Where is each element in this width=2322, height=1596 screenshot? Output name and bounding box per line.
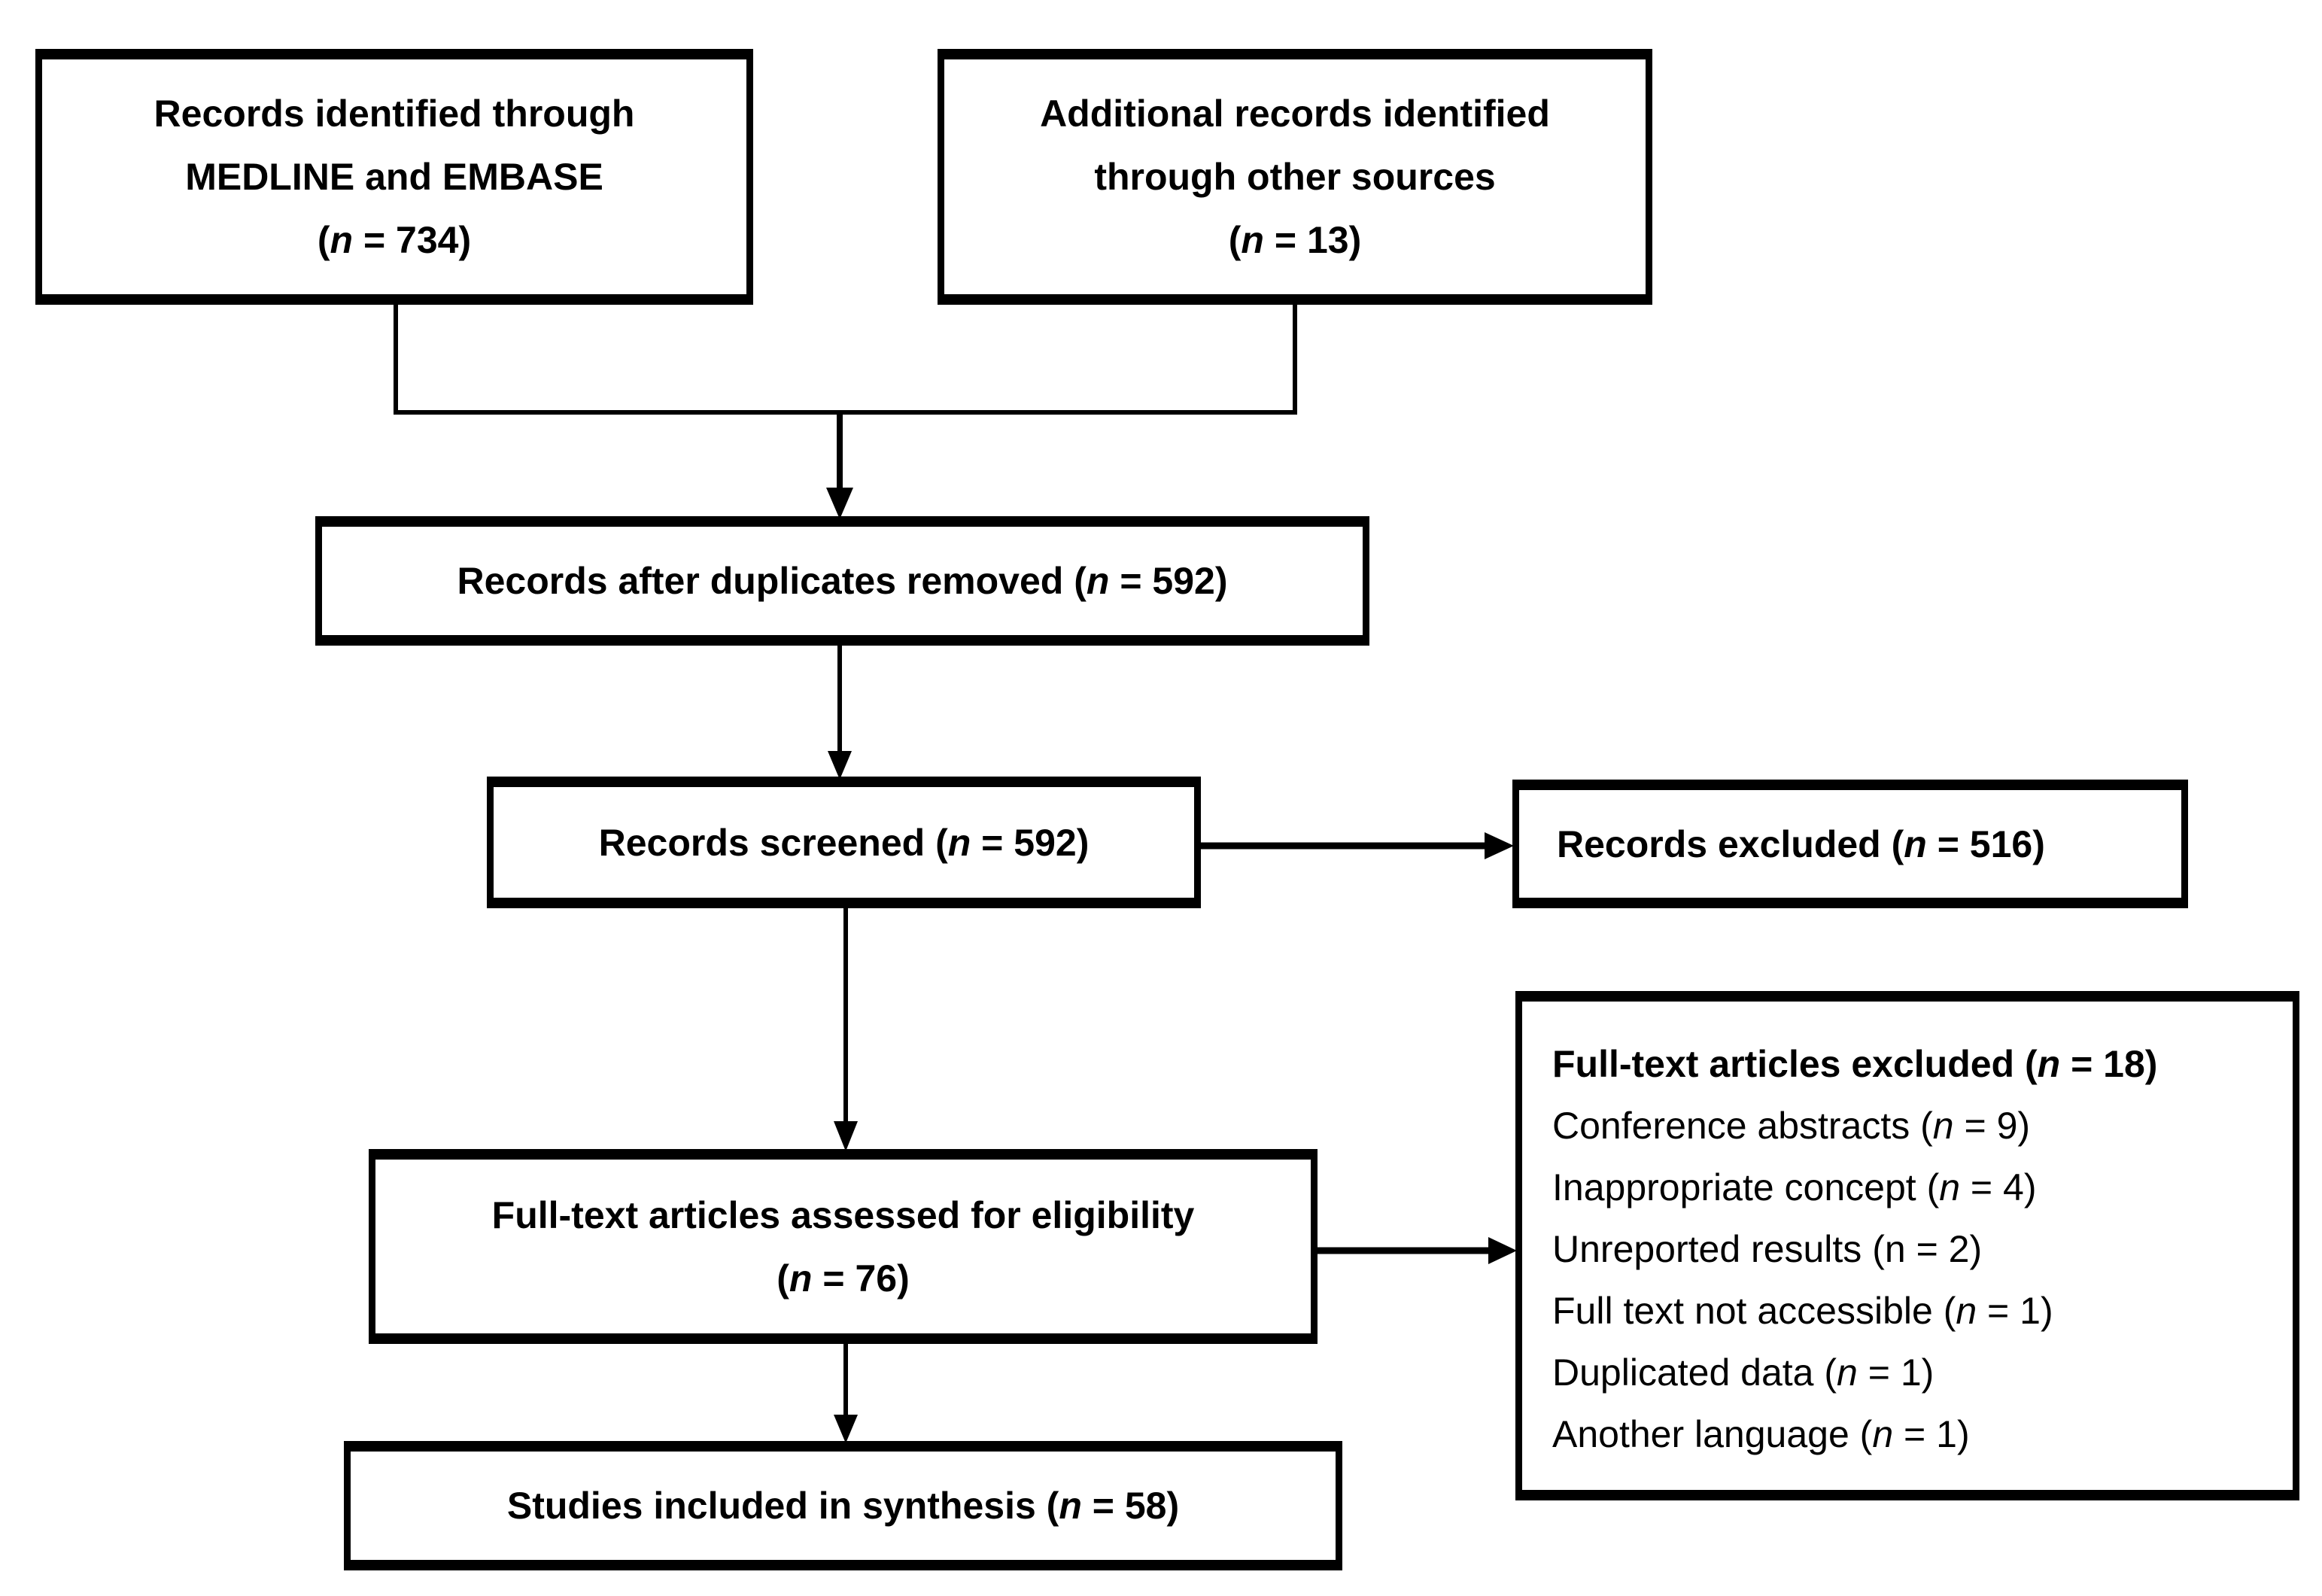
box-title: Full-text articles excluded (n = 18) (1552, 1042, 2158, 1085)
arrowhead-icon (834, 1121, 858, 1151)
box-records-excluded: Records excluded (n = 516) (1512, 780, 2188, 908)
arrowhead-icon (826, 488, 853, 519)
box-text: Records excluded (n = 516) (1557, 822, 2045, 865)
arrowhead-icon (828, 751, 852, 780)
box-text: MEDLINE and EMBASE (185, 156, 603, 198)
box-text: Records screened (n = 592) (598, 821, 1090, 864)
arrowhead-icon (1485, 832, 1514, 859)
count: (n = 76) (777, 1257, 910, 1300)
box-text: Records identified through (153, 93, 635, 135)
arrowhead-icon (834, 1415, 858, 1443)
box-text: Studies included in synthesis (n = 58) (506, 1485, 1180, 1527)
count: (n = 13) (1228, 219, 1362, 261)
box-fulltext-assessed: Full-text articles assessed for eligibil… (369, 1149, 1318, 1344)
merge-connector (394, 305, 1297, 415)
exclusion-reason: Full text not accessible (n = 1) (1552, 1289, 2053, 1332)
box-text: Records after duplicates removed (n = 59… (457, 560, 1228, 602)
box-text: through other sources (1094, 156, 1496, 198)
exclusion-reason: Unreported results (n = 2) (1552, 1227, 1983, 1270)
count: (n = 734) (317, 219, 472, 261)
box-records-identified-databases: Records identified through MEDLINE and E… (35, 49, 753, 305)
box-text: Additional records identified (1040, 93, 1550, 135)
arrowhead-icon (1488, 1237, 1517, 1264)
box-additional-records: Additional records identified through ot… (938, 49, 1652, 305)
exclusion-reason: Duplicated data (n = 1) (1552, 1351, 1934, 1394)
exclusion-reason: Another language (n = 1) (1552, 1412, 1970, 1455)
box-text: Full-text articles assessed for eligibil… (491, 1193, 1195, 1236)
exclusion-reason: Conference abstracts (n = 9) (1552, 1104, 2031, 1147)
box-studies-included: Studies included in synthesis (n = 58) (344, 1441, 1342, 1570)
box-after-duplicates: Records after duplicates removed (n = 59… (315, 516, 1369, 646)
box-fulltext-excluded: Full-text articles excluded (n = 18) Con… (1515, 991, 2299, 1500)
exclusion-reason: Inappropriate concept (n = 4) (1552, 1166, 2037, 1208)
box-records-screened: Records screened (n = 592) (487, 777, 1201, 908)
